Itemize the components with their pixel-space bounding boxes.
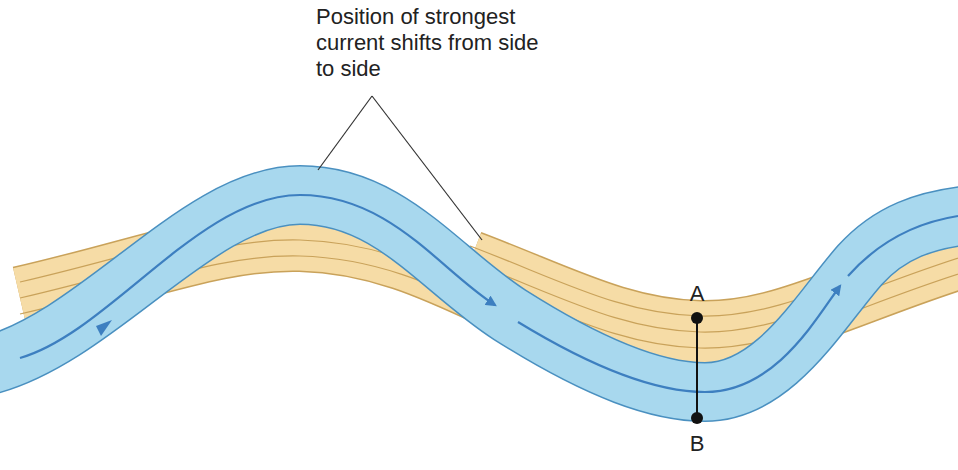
point-label: B [690,432,705,456]
cross-section-line [691,312,703,424]
leader-line [318,96,482,240]
current-arrow [20,195,958,392]
callout-text: Position of strongest current shifts fro… [316,4,552,82]
point-label: A [690,282,705,306]
river-channel [0,195,958,392]
